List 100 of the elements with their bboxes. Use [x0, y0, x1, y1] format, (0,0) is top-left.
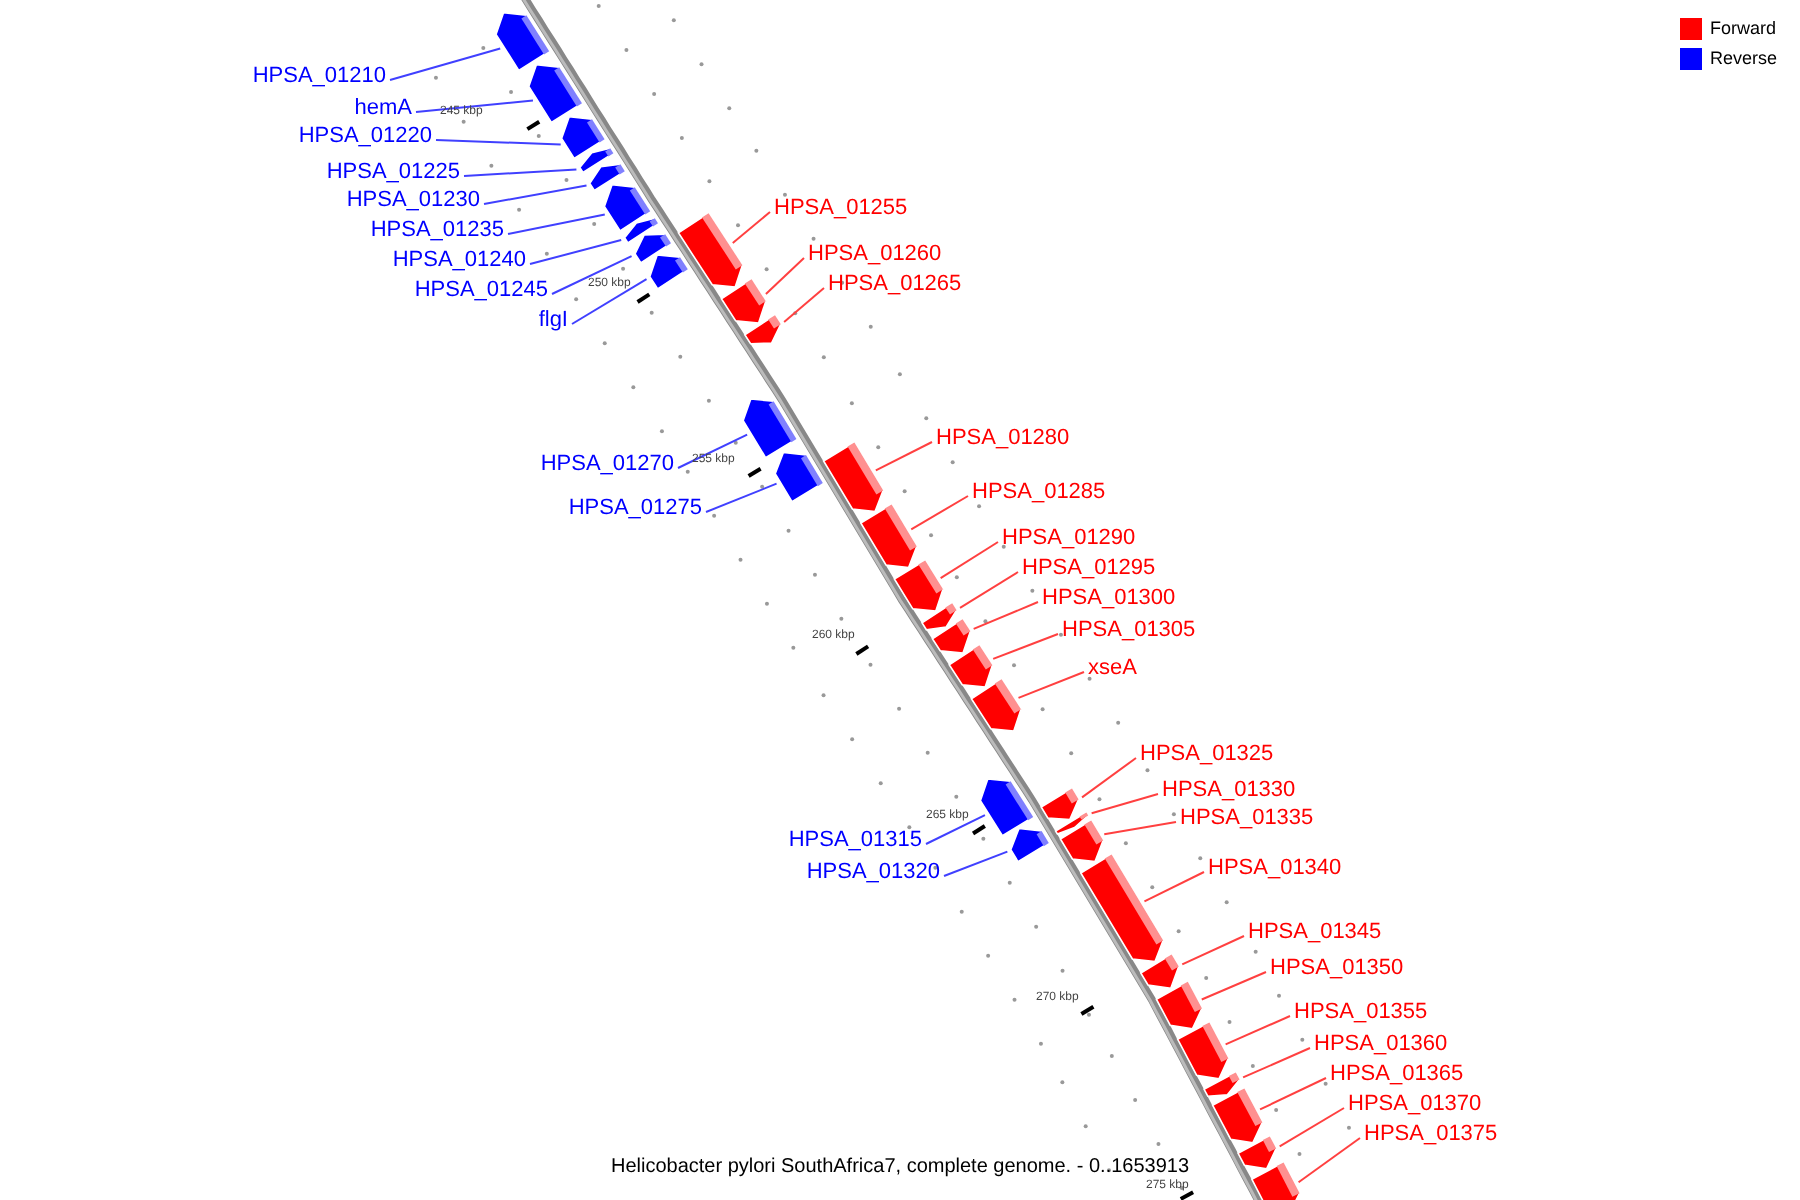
leader-line — [1224, 1015, 1291, 1046]
leader-line — [783, 287, 825, 323]
gene-label: HPSA_01350 — [1270, 954, 1404, 982]
gene-feature — [1139, 953, 1180, 990]
leader-line — [874, 441, 933, 472]
gene-label: HPSA_01375 — [1364, 1120, 1498, 1148]
gene-label: HPSA_01220 — [298, 122, 432, 150]
leader-line — [910, 495, 969, 531]
leader-line — [705, 482, 778, 513]
gene-feature — [1079, 853, 1165, 963]
gene-feature — [1155, 980, 1203, 1030]
leader-line — [972, 601, 1039, 630]
leader-line — [992, 633, 1059, 660]
gene-label: HPSA_01240 — [392, 246, 526, 274]
leader-line — [551, 255, 633, 295]
leader-line — [571, 278, 648, 325]
legend-label: Forward — [1710, 16, 1777, 42]
gene-feature — [677, 212, 744, 288]
gene-label: HPSA_01280 — [936, 424, 1070, 452]
gene-label: HPSA_01285 — [972, 478, 1106, 506]
gene-feature — [1040, 787, 1080, 821]
leader-line — [483, 184, 588, 205]
leader-line — [529, 239, 623, 265]
leader-line — [1259, 1077, 1327, 1111]
gene-feature — [931, 618, 972, 654]
gene-feature — [1202, 1071, 1241, 1098]
gene-feature — [720, 278, 767, 324]
gene-label: HPSA_01340 — [1208, 854, 1342, 882]
gene-feature — [527, 63, 584, 124]
leader-line — [764, 257, 805, 295]
leader-line — [677, 433, 749, 469]
gene-label: HPSA_01295 — [1022, 554, 1156, 582]
gene-feature — [1250, 1161, 1301, 1200]
gene-label: HPSA_01225 — [326, 158, 460, 186]
gene-feature — [1054, 811, 1090, 835]
gene-feature — [859, 503, 918, 569]
gene-feature — [774, 451, 824, 503]
gene-label: HPSA_01235 — [370, 216, 504, 244]
gene-label: HPSA_01370 — [1348, 1090, 1482, 1118]
gene-label: HPSA_01345 — [1248, 918, 1382, 946]
gene-feature — [588, 163, 626, 192]
gene-label: HPSA_01360 — [1314, 1030, 1448, 1058]
leader-line — [1297, 1137, 1361, 1184]
gene-feature — [578, 147, 615, 174]
gene-label: xseA — [1088, 654, 1137, 682]
leader-line — [1017, 671, 1085, 699]
gene-feature — [970, 678, 1022, 732]
gene-label: hemA — [354, 94, 412, 122]
gene-feature — [634, 233, 673, 264]
leader-line — [463, 168, 578, 177]
gene-label: HPSA_01315 — [788, 826, 922, 854]
leader-line — [1278, 1107, 1345, 1148]
gene-feature — [1009, 827, 1050, 863]
gene-label: HPSA_01275 — [568, 494, 702, 522]
leader-line — [925, 814, 986, 845]
gene-label: HPSA_01330 — [1162, 776, 1296, 804]
gene-feature — [948, 644, 994, 688]
gene-feature — [1236, 1135, 1278, 1170]
leader-line — [435, 139, 562, 146]
gene-label: HPSA_01325 — [1140, 740, 1274, 768]
leader-line — [1242, 1047, 1311, 1079]
gene-feature — [822, 441, 885, 513]
gene-label: HPSA_01365 — [1330, 1060, 1464, 1088]
gene-feature — [979, 778, 1035, 837]
gene-feature — [893, 559, 944, 612]
gene-label: HPSA_01230 — [346, 186, 480, 214]
gene-feature — [1059, 819, 1105, 863]
gene-label: HPSA_01210 — [252, 62, 386, 90]
gene-label: HPSA_01255 — [774, 194, 908, 222]
gene-label: flgI — [538, 306, 568, 334]
leader-line — [415, 99, 534, 113]
gene-label: HPSA_01245 — [414, 276, 548, 304]
leader-line — [939, 541, 999, 580]
leader-line — [959, 571, 1019, 609]
gene-label: HPSA_01290 — [1002, 524, 1136, 552]
gene-feature — [648, 254, 689, 290]
gene-feature — [495, 11, 551, 72]
leader-line — [1143, 871, 1205, 903]
leader-line — [1181, 935, 1245, 966]
gene-feature — [743, 314, 782, 345]
leader-line — [389, 47, 502, 81]
gene-feature — [623, 217, 660, 244]
gene-label: HPSA_01300 — [1042, 584, 1176, 612]
gene-feature — [742, 398, 798, 459]
gene-label: HPSA_01305 — [1062, 616, 1196, 644]
leader-line — [943, 850, 1009, 877]
gene-label: HPSA_01335 — [1180, 804, 1314, 832]
caption: Helicobacter pylori SouthAfrica7, complete genome. - 0..1653913 — [610, 1156, 1190, 1178]
gene-label: HPSA_01355 — [1294, 998, 1428, 1026]
leader-line — [1103, 821, 1177, 836]
leader-line — [731, 211, 771, 244]
leader-line — [507, 213, 606, 235]
gene-label: HPSA_01270 — [540, 450, 674, 478]
gene-label: HPSA_01265 — [828, 270, 962, 298]
leader-line — [1200, 971, 1267, 1001]
gene-label: HPSA_01320 — [806, 858, 940, 886]
gene-label: HPSA_01260 — [808, 240, 942, 268]
legend-label: Reverse — [1710, 46, 1778, 72]
leader-line — [1090, 793, 1159, 815]
leader-line — [1081, 757, 1137, 799]
